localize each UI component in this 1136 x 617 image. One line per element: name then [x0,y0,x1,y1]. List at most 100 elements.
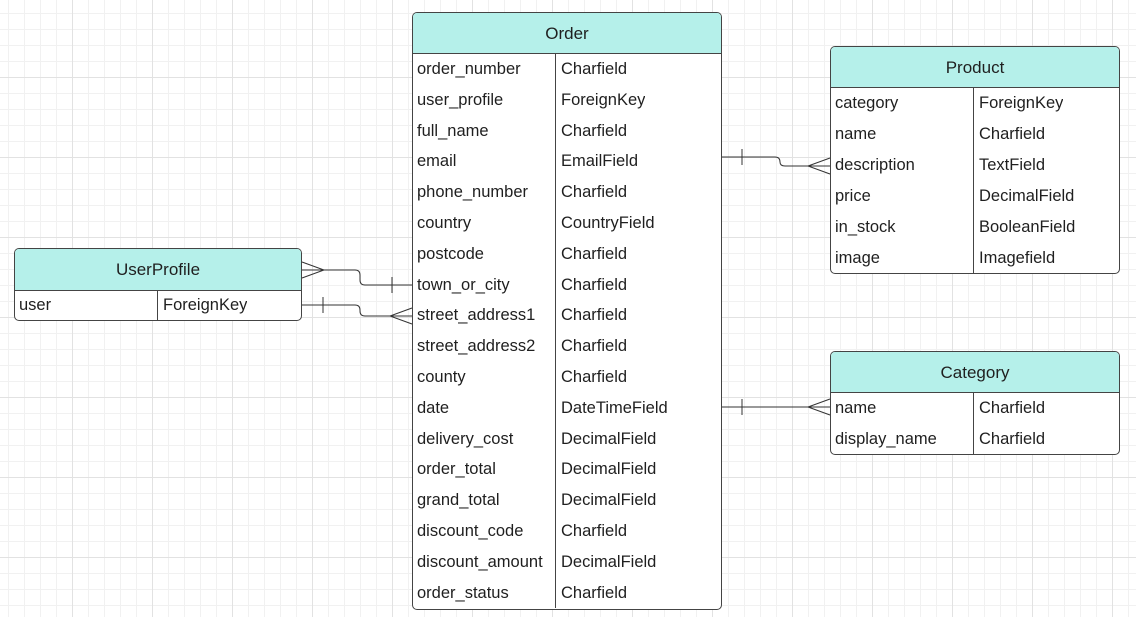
field-name: user [15,291,158,320]
field-name: display_name [831,424,974,454]
field-name: name [831,393,974,424]
order-field-row: country CountryField [413,207,721,239]
category-entity-title: Category [831,352,1119,393]
order-entity-title: Order [413,13,721,54]
order-field-row: street_address2 Charfield [413,331,721,362]
field-name: order_status [413,577,556,609]
field-type: TextField [979,156,1046,174]
field-name: full_name [413,115,556,147]
order-field-row: user_profile ForeignKey [413,84,721,116]
field-type: Charfield [561,583,628,602]
field-name: grand_total [413,485,556,516]
category-field-row: display_name Charfield [831,424,1119,454]
crowfoot-userprofile-header [301,261,326,279]
connector-userprofile-user-to-order [302,304,412,317]
connector-userprofile-header-to-order [302,269,412,286]
field-type: Charfield [979,399,1046,417]
field-type: Charfield [561,337,628,356]
field-name: category [831,88,974,119]
field-type: Charfield [561,60,628,78]
field-name: image [831,243,974,273]
field-name: discount_amount [413,546,556,578]
field-type: Charfield [561,367,628,386]
product-fields: category ForeignKey name Charfield descrip… [831,88,1119,273]
order-field-row: discount_code Charfield [413,515,721,547]
field-name: street_address1 [413,300,556,332]
field-type: Imagefield [979,249,1056,267]
field-type: ForeignKey [561,90,646,109]
category-field-row: name Charfield [831,393,1119,424]
field-type: Charfield [979,125,1046,143]
order-field-row: email EmailField [413,146,721,178]
field-type: DecimalField [561,429,657,448]
order-field-row: county Charfield [413,361,721,393]
field-type: Charfield [561,306,628,325]
field-name: street_address2 [413,331,556,362]
field-type: BooleanField [979,218,1076,236]
field-name: delivery_cost [413,423,556,455]
product-field-row: category ForeignKey [831,88,1119,119]
field-type: Charfield [561,121,628,140]
field-name: description [831,150,974,181]
product-field-row: description TextField [831,150,1119,181]
userprofile-fields: user ForeignKey [15,291,301,320]
field-name: user_profile [413,84,556,116]
product-field-row: in_stock BooleanField [831,212,1119,243]
order-field-row: order_number Charfield [413,54,721,85]
order-field-row: date DateTimeField [413,392,721,424]
userprofile-field-row: user ForeignKey [15,291,301,320]
field-name: discount_code [413,515,556,547]
crowfoot-category-name [806,398,831,416]
product-field-row: price DecimalField [831,181,1119,212]
field-name: order_total [413,454,556,486]
field-type: Charfield [979,430,1046,448]
field-name: county [413,361,556,393]
product-entity-title: Product [831,47,1119,88]
product-field-row: image Imagefield [831,243,1119,273]
field-name: email [413,146,556,178]
order-field-row: delivery_cost DecimalField [413,423,721,455]
order-field-row: order_status Charfield [413,577,721,609]
field-type: Charfield [561,183,628,202]
crowfoot-product-description [806,157,831,175]
field-type: CountryField [561,213,655,232]
crowfoot-order-street1 [388,307,413,325]
field-type: EmailField [561,152,639,171]
order-field-row: full_name Charfield [413,115,721,147]
product-entity[interactable]: Product category ForeignKey name Charfield… [830,46,1120,274]
field-name: town_or_city [413,269,556,301]
field-type: DecimalField [561,552,657,571]
field-type: Charfield [561,244,628,263]
field-name: country [413,207,556,239]
field-type: DecimalField [979,187,1075,205]
product-field-row: name Charfield [831,119,1119,150]
connector-order-to-product [722,156,830,167]
field-type: Charfield [561,275,628,294]
order-field-row: phone_number Charfield [413,177,721,208]
userprofile-entity[interactable]: UserProfile user ForeignKey [14,248,302,321]
userprofile-entity-title: UserProfile [15,249,301,291]
field-name: price [831,181,974,212]
field-name: date [413,392,556,424]
field-type: DecimalField [561,491,657,510]
field-type: DecimalField [561,460,657,479]
field-type: ForeignKey [979,94,1064,112]
field-type: ForeignKey [163,296,248,314]
order-field-row: street_address1 Charfield [413,300,721,332]
field-type: Charfield [561,521,628,540]
field-type: DateTimeField [561,398,668,417]
order-field-row: discount_amount DecimalField [413,546,721,578]
field-name: phone_number [413,177,556,208]
field-name: order_number [413,54,556,85]
order-field-row: grand_total DecimalField [413,485,721,516]
order-field-row: town_or_city Charfield [413,269,721,301]
order-field-row: order_total DecimalField [413,454,721,486]
field-name: in_stock [831,212,974,243]
field-name: name [831,119,974,150]
